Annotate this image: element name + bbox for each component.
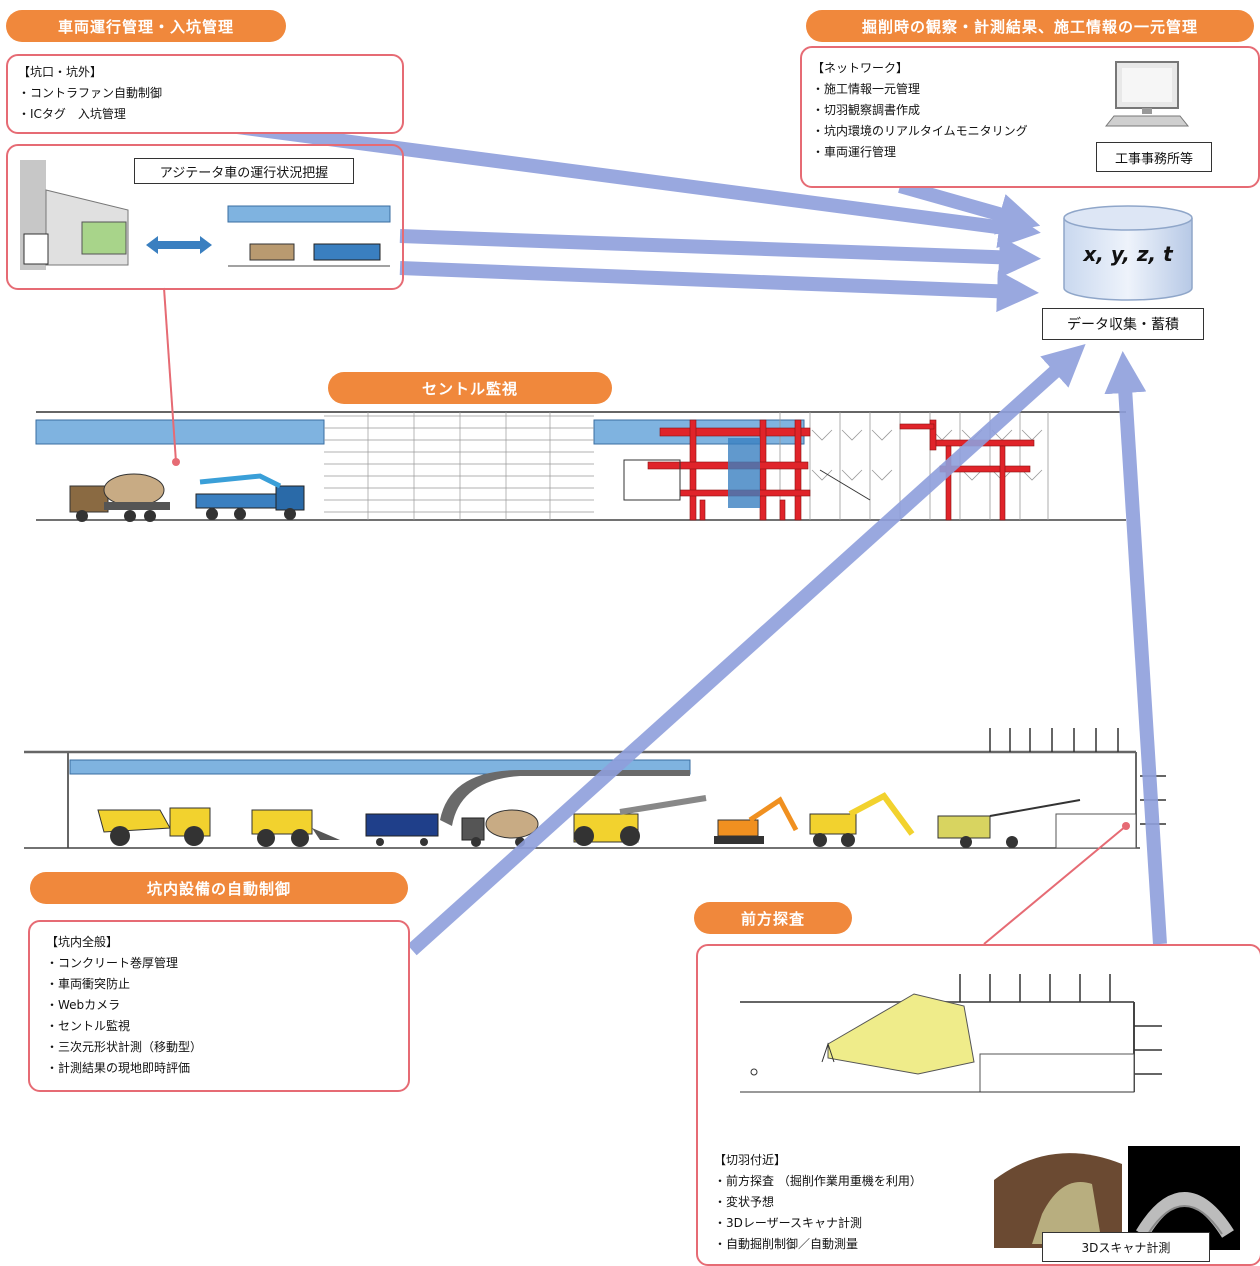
agitator-label: アジテータ車の運行状況把握 bbox=[134, 158, 354, 184]
pump-truck-icon bbox=[195, 473, 305, 520]
section-vehicle-management: 車両運行管理・入坑管理 bbox=[6, 10, 286, 42]
list-item: ・セントル監視 bbox=[46, 1019, 131, 1033]
list-item: ・コントラファン自動制御 bbox=[18, 86, 163, 100]
list-item: ・車両衝突防止 bbox=[46, 977, 131, 991]
section-forward-probe: 前方探査 bbox=[694, 902, 852, 934]
list-item: ・変状予想 bbox=[714, 1195, 775, 1209]
list-item: ・Webカメラ bbox=[46, 998, 121, 1012]
list-item: ・前方探査 （掘削作業用重機を利用） bbox=[714, 1174, 922, 1188]
list-item: ・自動掘削制御／自動測量 bbox=[714, 1237, 859, 1251]
list-item: ・車両運行管理 bbox=[812, 145, 897, 159]
centle-tunnel-illustration bbox=[35, 411, 1126, 522]
database-icon bbox=[1063, 205, 1193, 301]
list-item: ・坑内環境のリアルタイムモニタリング bbox=[812, 124, 1028, 138]
list-item: 【坑口・坑外】 bbox=[18, 65, 103, 79]
drill-jumbo-icon bbox=[573, 795, 707, 846]
drill-jumbo-icon bbox=[937, 799, 1081, 848]
network-card: 【ネットワーク】 ・施工情報一元管理 ・切羽観察調書作成 ・坑内環境のリアルタイ… bbox=[800, 46, 1260, 188]
forward-probe-illustration bbox=[740, 974, 1162, 1093]
list-item: ・コンクリート巻厚管理 bbox=[46, 956, 179, 970]
database-variables: x, y, z, t bbox=[1083, 242, 1173, 266]
agitator-card: アジテータ車の運行状況把握 bbox=[6, 144, 404, 290]
list-item: ・施工情報一元管理 bbox=[812, 82, 921, 96]
tunnel-equipment-illustration bbox=[24, 728, 1166, 849]
list-item: ・三次元形状計測（移動型） bbox=[46, 1040, 203, 1054]
face-info-card: 【切羽付近】 ・前方探査 （掘削作業用重機を利用） ・変状予想 ・3Dレーザース… bbox=[696, 944, 1260, 1266]
mixer-truck-icon bbox=[461, 809, 539, 847]
tunnel-info-card: 【坑内全般】 ・コンクリート巻厚管理 ・車両衝突防止 ・Webカメラ ・セントル… bbox=[28, 920, 410, 1092]
list-item: 【ネットワーク】 bbox=[812, 61, 909, 75]
list-item: ・3Dレーザースキャナ計測 bbox=[714, 1216, 863, 1230]
list-item: 【切羽付近】 bbox=[714, 1153, 787, 1167]
mixer-truck-icon bbox=[69, 473, 170, 522]
dump-truck-icon bbox=[97, 807, 211, 846]
database-label: データ収集・蓄積 bbox=[1042, 308, 1204, 340]
agitator-illustration bbox=[20, 160, 391, 270]
scan-label: 3Dスキャナ計測 bbox=[1042, 1232, 1210, 1262]
wheel-loader-icon bbox=[251, 809, 340, 847]
section-centle-monitoring: セントル監視 bbox=[328, 372, 612, 404]
vehicle-info-card: 【坑口・坑外】 ・コントラファン自動制御 ・ICタグ 入坑管理 bbox=[6, 54, 404, 134]
excavator-icon bbox=[809, 792, 915, 847]
excavator-icon bbox=[714, 796, 799, 844]
double-arrow-icon bbox=[146, 236, 212, 254]
computer-icon bbox=[1104, 61, 1190, 127]
section-centralized-management: 掘削時の観察・計測結果、施工情報の一元管理 bbox=[806, 10, 1254, 42]
section-auto-control: 坑内設備の自動制御 bbox=[30, 872, 408, 904]
list-item: ・切羽観察調書作成 bbox=[812, 103, 921, 117]
office-label: 工事事務所等 bbox=[1096, 142, 1212, 172]
list-item: ・ICタグ 入坑管理 bbox=[18, 107, 126, 121]
list-item: ・計測結果の現地即時評価 bbox=[46, 1061, 191, 1075]
conveyor-car-icon bbox=[365, 813, 439, 846]
list-item: 【坑内全般】 bbox=[46, 935, 119, 949]
